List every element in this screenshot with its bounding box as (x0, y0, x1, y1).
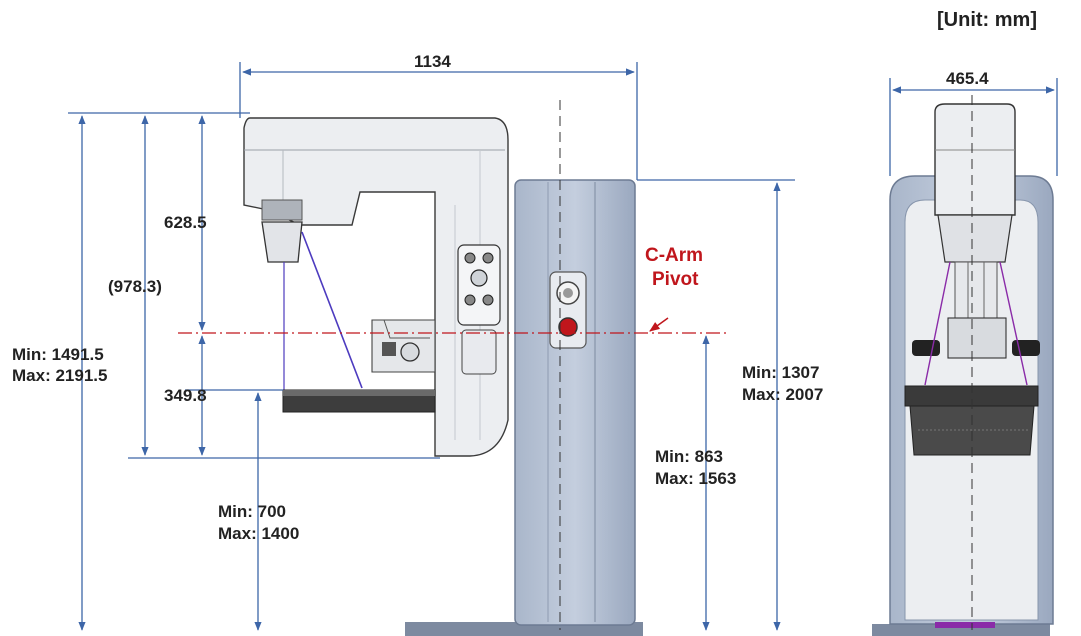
upper-head-height-label: 628.5 (164, 213, 207, 232)
pivot-label-line2: Pivot (652, 269, 699, 290)
support-height-max: Max: 1400 (218, 524, 300, 543)
pivot-height-min: Min: 863 (655, 447, 724, 466)
column-top-height-min: Min: 1307 (742, 363, 820, 382)
column-top-height-max: Max: 2007 (742, 385, 824, 404)
front-width-label: 465.4 (946, 69, 989, 88)
tube-head (261, 221, 303, 263)
front-tube-head (934, 103, 1016, 216)
pivot-height-max: Max: 1563 (655, 469, 737, 488)
overall-height-max: Max: 2191.5 (12, 366, 108, 385)
support-height-min: Min: 700 (218, 502, 287, 521)
overall-width-label: 1134 (414, 52, 451, 71)
emergency-stop-icon (558, 317, 578, 337)
pivot-label-line1: C-Arm (645, 245, 704, 266)
front-view-machine (872, 95, 1054, 636)
lower-arm-height-label: 349.8 (164, 386, 207, 405)
side-c-arm (243, 117, 509, 457)
unit-label: [Unit: mm] (937, 9, 1037, 31)
side-column (514, 179, 636, 626)
overall-height-min: Min: 1491.5 (12, 345, 104, 364)
dimension-lines (68, 62, 1058, 631)
side-view-machine (243, 100, 643, 636)
total-arm-height-label: (978.3) (108, 277, 162, 296)
